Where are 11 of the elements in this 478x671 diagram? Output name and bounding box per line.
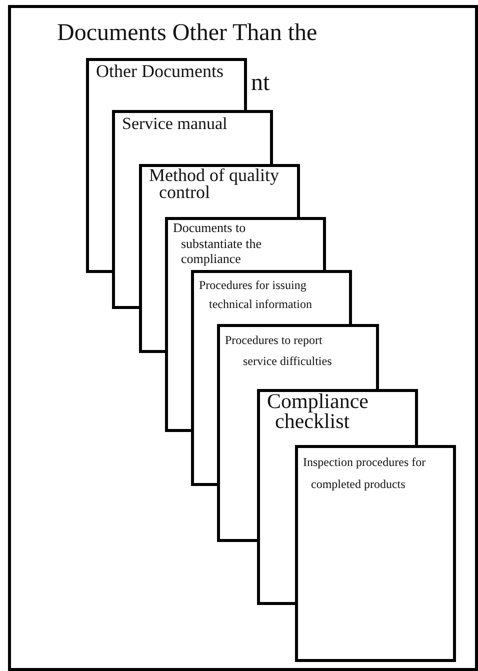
heading: Documents Other Than the: [57, 20, 318, 46]
heading: nt: [251, 70, 270, 96]
card-title: Inspection procedures for completed products: [303, 454, 427, 493]
card-title: Documents to substantiate the compliance: [173, 220, 263, 267]
card-title: Service manual: [122, 115, 228, 134]
frame: [8, 5, 478, 671]
card-title: Procedures for issuing technical information: [199, 277, 313, 313]
card-title: Compliance checklist: [267, 392, 370, 432]
card-title: Method of quality control: [149, 167, 280, 202]
card-title: Procedures to report service difficulties: [225, 332, 333, 370]
card-title: Other Documents: [96, 62, 224, 82]
